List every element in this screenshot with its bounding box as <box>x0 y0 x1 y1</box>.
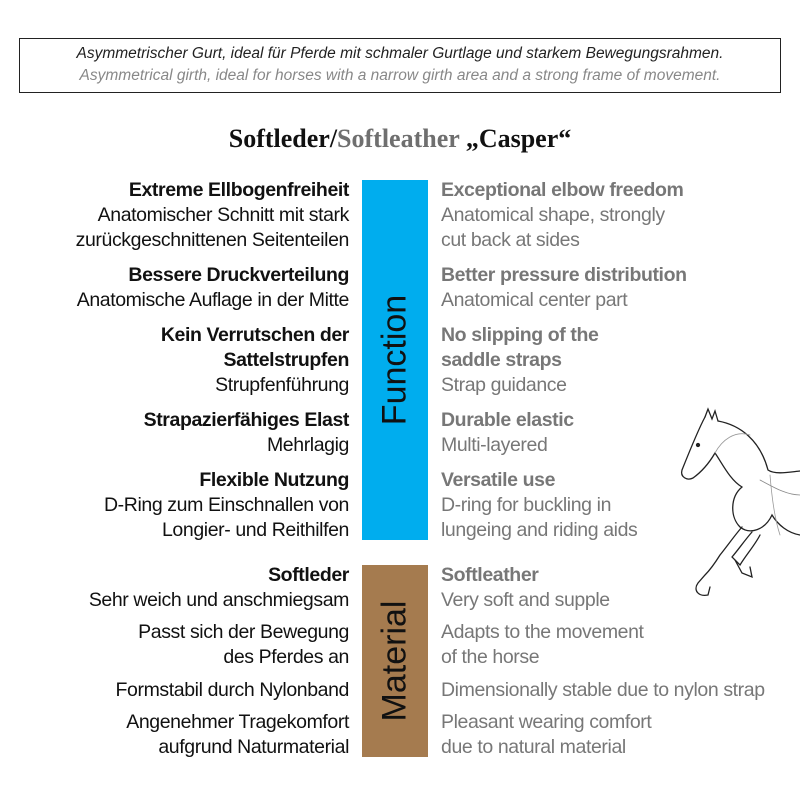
material-item-de: Formstabil durch Nylonband <box>115 678 350 703</box>
intro-box: Asymmetrischer Gurt, ideal für Pferde mi… <box>19 38 781 93</box>
intro-german: Asymmetrischer Gurt, ideal für Pferde mi… <box>76 45 724 62</box>
function-item-text: Mehrlagig <box>266 434 349 456</box>
material-item-de: Passt sich der Bewegung des Pferdes an <box>138 620 349 670</box>
horse-sketch-illustration <box>681 407 800 596</box>
material-label: Material <box>375 600 414 722</box>
function-item-title: Better pressure distribution <box>441 264 687 286</box>
material-item-text: Angenehmer Tragekomfort aufgrund Naturma… <box>126 711 349 758</box>
function-item-title: Versatile use <box>441 469 556 491</box>
material-item-text: Adapts to the movement of the horse <box>441 621 644 668</box>
function-bar: Function <box>362 180 428 540</box>
title-german: Softleder/ <box>228 124 338 153</box>
material-item-text: Very soft and supple <box>441 589 610 611</box>
function-item-text: D-Ring zum Einschnallen von Longier- und… <box>104 494 349 541</box>
function-label: Function <box>375 294 414 426</box>
function-item-title: Bessere Druckverteilung <box>128 264 349 286</box>
function-item-text: Anatomical shape, strongly cut back at s… <box>441 204 665 251</box>
function-item-text: D-ring for buckling in lungeing and ridi… <box>441 494 638 541</box>
function-item-text: Multi-layered <box>441 434 548 456</box>
function-item-title: Extreme Ellbogenfreiheit <box>128 179 350 201</box>
intro-english: Asymmetrical girth, ideal for horses wit… <box>79 67 721 84</box>
product-title: Softleder/Softleather „Casper“ <box>0 124 800 154</box>
function-item-title: Durable elastic <box>441 409 574 431</box>
function-item-text: Anatomischer Schnitt mit stark zurückges… <box>75 204 350 251</box>
function-item-text: Strupfenführung <box>215 374 349 396</box>
material-item-en: Adapts to the movement of the horse <box>441 620 644 670</box>
function-item-title: Flexible Nutzung <box>199 469 349 491</box>
material-item-text: Dimensionally stable due to nylon strap <box>441 679 765 701</box>
function-item-text: Anatomical center part <box>441 289 628 311</box>
material-item-title: Softleather <box>441 564 539 586</box>
material-item-text: Pleasant wearing comfort due to natural … <box>441 711 652 758</box>
material-item-text: Formstabil durch Nylonband <box>115 679 350 701</box>
function-item-text: Anatomische Auflage in der Mitte <box>76 289 350 311</box>
title-product-name: „Casper“ <box>459 124 572 153</box>
material-bar: Material <box>362 565 428 757</box>
material-item-en: Pleasant wearing comfort due to natural … <box>441 710 652 760</box>
material-item-en: Dimensionally stable due to nylon strap <box>441 678 765 703</box>
material-item-de: Angenehmer Tragekomfort aufgrund Naturma… <box>126 710 349 760</box>
material-item-text: Passt sich der Bewegung des Pferdes an <box>138 621 349 668</box>
function-item-title: Kein Verrutschen der Sattelstrupfen <box>160 324 350 371</box>
function-item-title: No slipping of the saddle straps <box>441 324 599 371</box>
material-item-text: Sehr weich und anschmiegsam <box>88 589 350 611</box>
title-english: Softleather <box>337 124 460 153</box>
function-item-text: Strap guidance <box>441 374 567 396</box>
function-item-title: Exceptional elbow freedom <box>441 179 684 201</box>
material-item-title: Softleder <box>268 564 349 586</box>
function-item-title: Strapazierfähiges Elast <box>143 409 350 431</box>
